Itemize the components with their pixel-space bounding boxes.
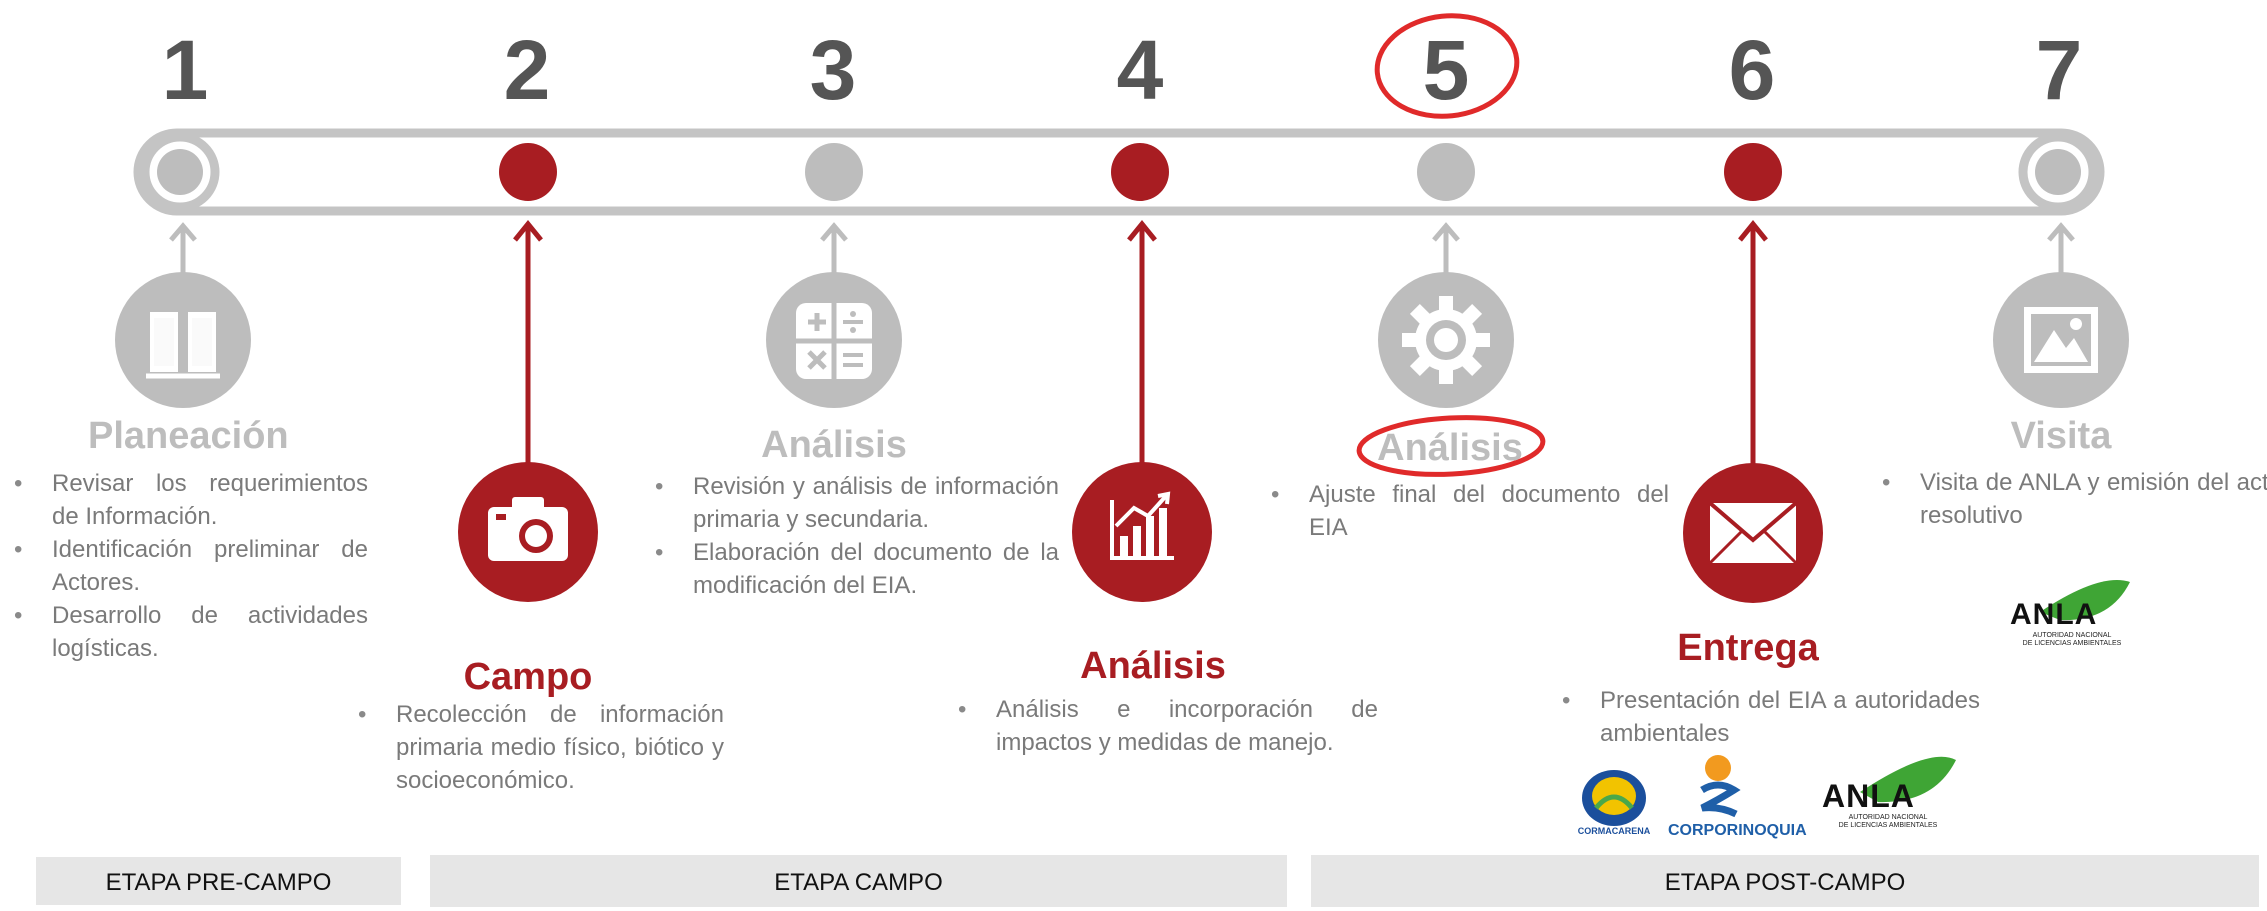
camera-icon <box>458 462 598 602</box>
timeline-dot-5 <box>1417 143 1475 201</box>
anla-logo-bottom <box>1860 756 1956 803</box>
growth-chart-icon <box>1072 462 1212 602</box>
step-bullets-5: Ajuste final del documento del EIA <box>1271 478 1669 544</box>
step-title-2: Campo <box>463 656 593 698</box>
corporinoquia-logo <box>1700 755 1741 818</box>
envelope-icon <box>1683 463 1823 603</box>
step-number-3: 3 <box>809 23 857 117</box>
bullet-text: Recolección de información primaria medi… <box>358 698 724 797</box>
step-bullets-1: Revisar los requerimientos de Informació… <box>14 467 368 665</box>
step-number-6: 6 <box>1728 23 1776 117</box>
step-title-4: Análisis <box>1080 645 1226 687</box>
step-number-1: 1 <box>161 23 209 117</box>
annotation-circle-analisis-5 <box>1356 415 1546 477</box>
step-bullets-2: Recolección de información primaria medi… <box>358 698 724 797</box>
step-title-6: Entrega <box>1677 627 1819 669</box>
bullet-text: Revisión y análisis de información prima… <box>655 470 1059 536</box>
anla-logo-text-bottom: ANLA <box>1822 778 1915 814</box>
step-bullets-4: Análisis e incorporación de impactos y m… <box>958 693 1378 759</box>
bullet-text: Ajuste final del documento del EIA <box>1271 478 1669 544</box>
cormacarena-logo <box>1582 770 1646 826</box>
corporinoquia-logo-text: CORPORINOQUIA <box>1668 822 1807 839</box>
timeline-band <box>133 128 2105 216</box>
cormacarena-logo-text: CORMACARENA <box>1577 826 1651 836</box>
anla-logo-right <box>2040 580 2130 621</box>
step-number-5: 5 <box>1422 23 1470 117</box>
step-number-4: 4 <box>1116 23 1164 117</box>
bullet-text: Visita de ANLA y emisión del acto resolu… <box>1882 466 2267 532</box>
step-title-7: Visita <box>2010 415 2112 457</box>
bullet-text: Identificación preliminar de Actores. <box>14 533 368 599</box>
timeline-dot-6 <box>1724 143 1782 201</box>
stage-campo: ETAPA CAMPO <box>430 855 1287 907</box>
stage-pre-campo: ETAPA PRE-CAMPO <box>36 857 401 905</box>
timeline-dot-4 <box>1111 143 1169 201</box>
step-number-2: 2 <box>503 23 551 117</box>
stage-post-campo: ETAPA POST-CAMPO <box>1311 855 2259 907</box>
step-title-5: Análisis <box>1377 427 1523 469</box>
calculator-icon <box>766 272 902 408</box>
timeline-dot-2 <box>499 143 557 201</box>
step-title-1: Planeación <box>88 415 289 457</box>
step-bullets-7: Visita de ANLA y emisión del acto resolu… <box>1882 466 2267 532</box>
gear-icon <box>1378 272 1514 408</box>
timeline-dot-3 <box>805 143 863 201</box>
bullet-text: Presentación del EIA a autoridades ambie… <box>1562 684 1980 750</box>
bullet-text: Desarrollo de actividades logísticas. <box>14 599 368 665</box>
step-number-7: 7 <box>2035 23 2083 117</box>
step-title-3: Análisis <box>761 424 907 466</box>
step-bullets-3: Revisión y análisis de información prima… <box>655 470 1059 602</box>
bullet-text: Análisis e incorporación de impactos y m… <box>958 693 1378 759</box>
bullet-text: Elaboración del documento de la modifica… <box>655 536 1059 602</box>
image-icon <box>1993 272 2129 408</box>
step-bullets-6: Presentación del EIA a autoridades ambie… <box>1562 684 1980 750</box>
annotation-circle-step-5 <box>1374 13 1520 119</box>
book-icon <box>115 272 251 408</box>
bullet-text: Revisar los requerimientos de Informació… <box>14 467 368 533</box>
anla-logo-text-right: ANLA <box>2010 598 2098 631</box>
